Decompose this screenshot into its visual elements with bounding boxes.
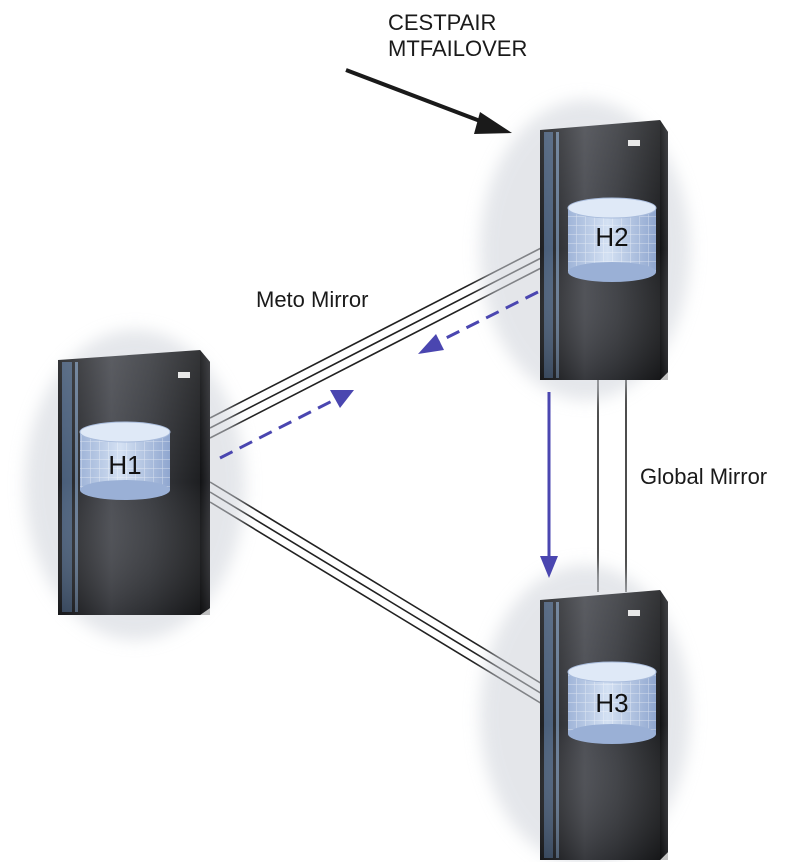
server-h2: H2 bbox=[480, 100, 690, 400]
metro-mirror-label: Meto Mirror bbox=[256, 287, 369, 312]
label-h3: H3 bbox=[595, 688, 628, 718]
global-mirror-label: Global Mirror bbox=[640, 464, 768, 489]
disk-h3 bbox=[567, 661, 657, 744]
disk-h2 bbox=[567, 197, 657, 282]
label-h1: H1 bbox=[108, 450, 141, 480]
global-mirror-lines bbox=[597, 380, 627, 592]
metro-mirror-dashed-arrows bbox=[219, 290, 539, 460]
label-h2: H2 bbox=[595, 222, 628, 252]
command-arrow bbox=[345, 68, 512, 134]
server-h3: H3 bbox=[480, 565, 690, 862]
command-label-line2: MTFAILOVER bbox=[388, 36, 528, 61]
dashed-arrow-head-right bbox=[330, 390, 354, 408]
server-h1: H1 bbox=[25, 330, 245, 640]
disk-h1 bbox=[79, 421, 171, 500]
dashed-arrow-head-left bbox=[418, 334, 444, 354]
h2-to-h3-arrow bbox=[540, 392, 558, 578]
command-label-line1: CESTPAIR bbox=[388, 10, 497, 35]
